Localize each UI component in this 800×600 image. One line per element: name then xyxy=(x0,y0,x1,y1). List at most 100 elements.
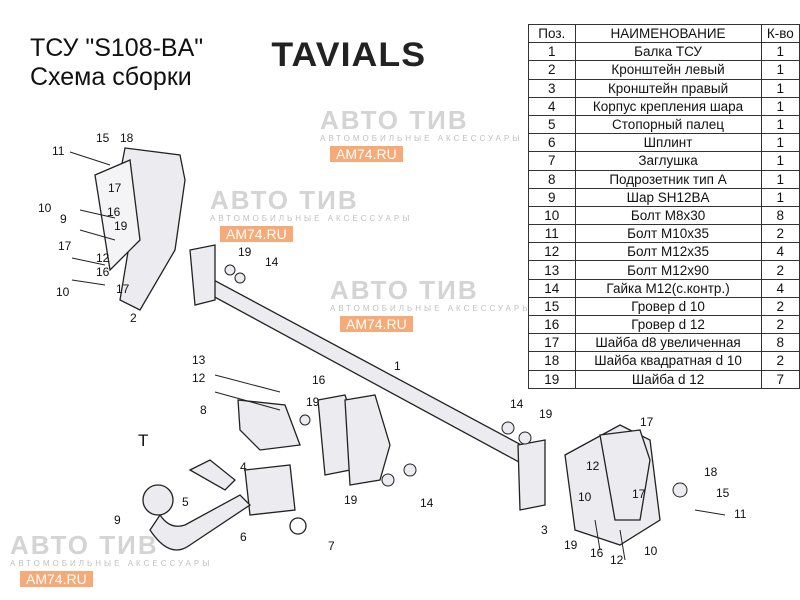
callout-19: 19 xyxy=(306,395,320,409)
callout-12: 12 xyxy=(586,459,600,473)
cell-name: Гровер d 12 xyxy=(574,314,762,335)
callout-2: 2 xyxy=(130,311,137,325)
ball-mount xyxy=(142,459,307,551)
callout-11: 11 xyxy=(734,507,747,521)
cell-pos: 1 xyxy=(528,42,576,62)
cell-pos: 3 xyxy=(528,78,576,98)
cell-name: Балка ТСУ xyxy=(574,42,762,62)
callout-13: 13 xyxy=(192,353,206,367)
cell-name: Корпус крепления шара xyxy=(574,96,762,116)
callout-19: 19 xyxy=(539,407,553,421)
callout-9: 9 xyxy=(60,212,67,226)
cell-pos: 5 xyxy=(528,114,576,135)
callout-9: 9 xyxy=(114,513,121,527)
table-header-row: Поз. НАИМЕНОВАНИЕ К-во xyxy=(528,23,800,44)
cell-name: Гровер d 10 xyxy=(574,296,762,317)
callout-T: T xyxy=(138,431,149,450)
cell-pos: 11 xyxy=(528,224,576,244)
cell-qty: 4 xyxy=(760,242,800,262)
cell-qty: 1 xyxy=(760,187,800,207)
right-bracket xyxy=(564,424,661,546)
cell-qty: 4 xyxy=(760,278,800,298)
title-line-2: Схема сборки xyxy=(30,63,192,91)
title-line-1: ТСУ "S108-BA" xyxy=(30,34,204,62)
cell-name: Шайба d 12 xyxy=(574,369,762,389)
callout-16: 16 xyxy=(107,205,121,219)
cell-pos: 4 xyxy=(528,96,576,116)
cell-name: Болт М12х90 xyxy=(574,260,762,280)
cell-qty: 1 xyxy=(760,151,800,171)
callout-17: 17 xyxy=(640,415,654,429)
cell-name: Гайка М12(с.контр.) xyxy=(574,278,762,298)
cell-pos: 16 xyxy=(528,314,576,335)
cell-name: Шплинт xyxy=(574,133,762,153)
callout-4: 4 xyxy=(240,460,247,474)
socket-bracket xyxy=(237,399,301,451)
callout-14: 14 xyxy=(420,496,434,510)
callout-19: 19 xyxy=(238,245,252,259)
callout-18: 18 xyxy=(120,131,134,145)
callout-12: 12 xyxy=(96,251,110,265)
cell-pos: 10 xyxy=(528,205,576,226)
callout-16: 16 xyxy=(312,373,326,387)
cell-name: Кронштейн правый xyxy=(574,78,762,98)
cell-qty: 2 xyxy=(760,260,800,280)
cell-qty: 2 xyxy=(760,314,800,335)
header-name: НАИМЕНОВАНИЕ xyxy=(574,23,762,44)
brand-logo: TAVIALS xyxy=(271,36,427,74)
cell-name: Болт М8х30 xyxy=(574,205,762,226)
callout-19: 19 xyxy=(114,219,128,233)
cell-name: Шайба d8 увеличенная xyxy=(574,333,762,353)
bolts xyxy=(69,151,726,561)
cell-qty: 2 xyxy=(760,224,800,244)
cell-qty: 1 xyxy=(760,114,800,135)
cell-name: Стопорный палец xyxy=(574,114,762,135)
cell-qty: 8 xyxy=(760,333,800,353)
callout-12: 12 xyxy=(610,553,624,567)
callout-18: 18 xyxy=(704,465,718,479)
cell-pos: 17 xyxy=(528,333,576,353)
callout-3: 3 xyxy=(541,523,548,537)
diagram-title: ТСУ "S108-BA" Схема сборки xyxy=(30,34,203,92)
cell-name: Подрозетник тип А xyxy=(574,169,762,189)
callout-8: 8 xyxy=(200,403,207,417)
cell-qty: 2 xyxy=(760,351,800,371)
cell-name: Болт М12х35 xyxy=(574,242,762,262)
cell-name: Болт М10х35 xyxy=(574,224,762,244)
callout-10: 10 xyxy=(38,201,52,215)
cell-name: Заглушка xyxy=(574,151,762,171)
callout-6: 6 xyxy=(240,530,247,544)
callout-5: 5 xyxy=(182,495,189,509)
callout-15: 15 xyxy=(96,131,110,145)
callout-17: 17 xyxy=(116,282,130,296)
callout-10: 10 xyxy=(56,285,70,299)
cell-pos: 18 xyxy=(528,351,576,371)
cell-qty: 8 xyxy=(760,205,800,226)
cell-pos: 2 xyxy=(528,60,576,80)
header-pos: Поз. xyxy=(528,23,576,44)
cell-qty: 1 xyxy=(760,96,800,116)
cell-pos: 7 xyxy=(528,151,576,171)
cell-qty: 1 xyxy=(760,169,800,189)
callout-7: 7 xyxy=(328,539,335,553)
callout-10: 10 xyxy=(578,490,592,504)
cell-name: Кронштейн левый xyxy=(574,60,762,80)
cell-qty: 1 xyxy=(760,60,800,80)
cell-pos: 13 xyxy=(528,260,576,280)
left-bracket xyxy=(94,147,186,311)
callout-15: 15 xyxy=(716,486,730,500)
